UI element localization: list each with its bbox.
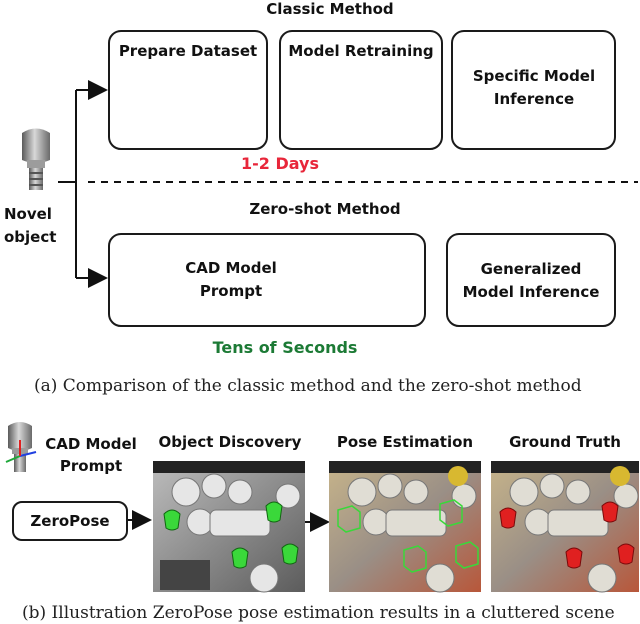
object-discovery-title: Object Discovery	[158, 433, 302, 451]
ground-truth-title: Ground Truth	[509, 433, 621, 451]
caption-a: (a) Comparison of the classic method and…	[34, 376, 582, 396]
caption-b: (b) Illustration ZeroPose pose estimatio…	[22, 603, 615, 623]
cad-prompt-box: CAD Model Prompt	[108, 233, 426, 327]
specific-inference-label: Specific Model Inference	[472, 67, 596, 108]
scene-image-pose	[329, 461, 481, 593]
cad-prompt-label-b: CAD Model Prompt	[45, 435, 137, 475]
model-retraining-label: Model Retraining	[288, 42, 434, 60]
model-retraining-box: Model Retraining	[279, 30, 443, 150]
prepare-dataset-box: Prepare Dataset	[108, 30, 268, 150]
novel-object-icon	[22, 128, 50, 190]
scene-image-ground-truth	[491, 461, 639, 593]
scene-image-discovery	[153, 461, 305, 593]
classic-time-label: 1-2 Days	[240, 154, 319, 173]
cad-model-icon	[5, 422, 37, 472]
generalized-inference-label: Generalized Model Inference	[462, 260, 600, 301]
generalized-inference-box: Generalized Model Inference	[446, 233, 616, 327]
zeropose-label: ZeroPose	[30, 512, 110, 530]
cad-prompt-label: CAD Model Prompt	[185, 259, 277, 300]
zero-shot-title: Zero-shot Method	[249, 200, 401, 218]
classic-method-title: Classic Method	[266, 0, 394, 18]
pose-estimation-title: Pose Estimation	[336, 433, 474, 451]
zeropose-box: ZeroPose	[12, 501, 128, 541]
novel-object-label: Novel object	[4, 205, 57, 246]
zero-shot-time-label: Tens of Seconds	[212, 338, 358, 357]
flow-arrows	[58, 80, 330, 532]
specific-inference-box: Specific Model Inference	[451, 30, 616, 150]
prepare-dataset-label: Prepare Dataset	[118, 42, 258, 60]
